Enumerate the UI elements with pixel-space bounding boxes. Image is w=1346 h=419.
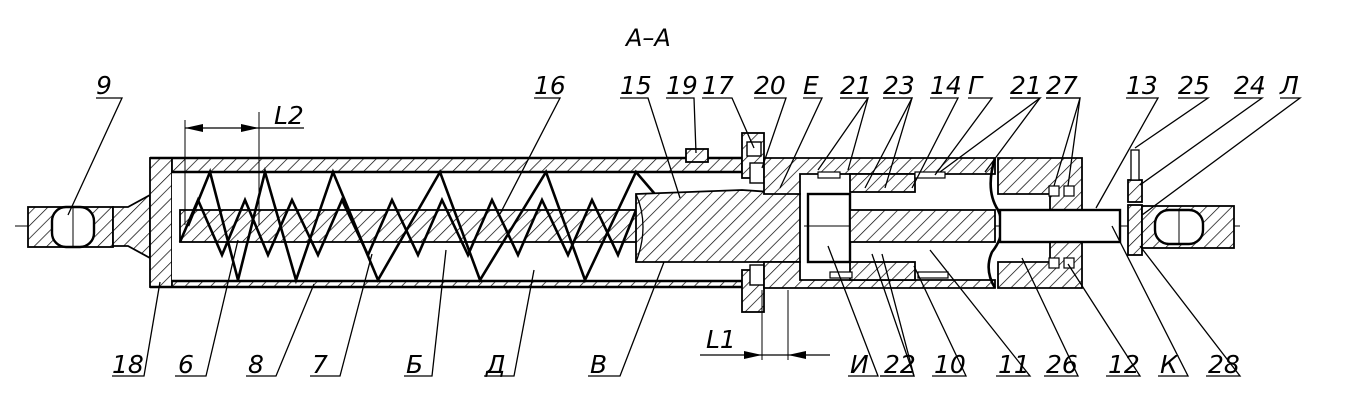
label-d: Д	[485, 350, 506, 379]
right-housing	[763, 157, 996, 289]
label-13: 13	[1126, 71, 1158, 100]
label-10: 10	[934, 350, 966, 379]
label-25: 25	[1178, 71, 1210, 100]
label-14: 14	[930, 71, 962, 100]
section-title: А–А	[624, 24, 671, 52]
flange-17-20	[741, 132, 765, 313]
label-9: 9	[96, 71, 112, 100]
label-g: Г	[968, 71, 984, 100]
label-24: 24	[1234, 71, 1266, 100]
label-27: 27	[1046, 71, 1078, 100]
dimension-l2	[184, 112, 260, 225]
label-26: 26	[1046, 350, 1078, 379]
leaders-bottom	[112, 225, 1242, 377]
rod-13	[998, 208, 1122, 244]
label-18: 18	[112, 350, 144, 379]
label-16: 16	[534, 71, 566, 100]
label-7: 7	[312, 350, 328, 379]
dimension-l1	[700, 290, 830, 360]
spring-inner	[178, 196, 638, 259]
leaders-top	[67, 97, 1302, 216]
label-l2: L2	[274, 101, 304, 130]
label-l: Л	[1279, 71, 1299, 100]
label-k: К	[1160, 350, 1179, 379]
left-eye-lug	[27, 193, 151, 260]
label-12: 12	[1108, 350, 1140, 379]
label-22: 22	[884, 350, 916, 379]
label-15: 15	[620, 71, 652, 100]
label-11: 11	[998, 350, 1030, 379]
label-b: Б	[406, 350, 423, 379]
label-i: И	[850, 350, 869, 379]
label-8: 8	[248, 350, 264, 379]
piston-15	[635, 189, 801, 263]
right-eye-lug	[1141, 205, 1235, 249]
label-21a: 21	[840, 71, 872, 100]
label-21b: 21	[1010, 71, 1042, 100]
lock-elements	[1127, 149, 1143, 256]
label-l1: L1	[706, 325, 736, 354]
label-20: 20	[754, 71, 786, 100]
label-19: 19	[666, 71, 698, 100]
label-e: Е	[803, 71, 819, 100]
label-v: В	[590, 350, 607, 379]
spring-outer	[186, 166, 661, 285]
screw-19	[685, 148, 709, 163]
label-23: 23	[883, 71, 915, 100]
label-17: 17	[702, 71, 734, 100]
label-6: 6	[178, 350, 194, 379]
label-28: 28	[1208, 350, 1240, 379]
